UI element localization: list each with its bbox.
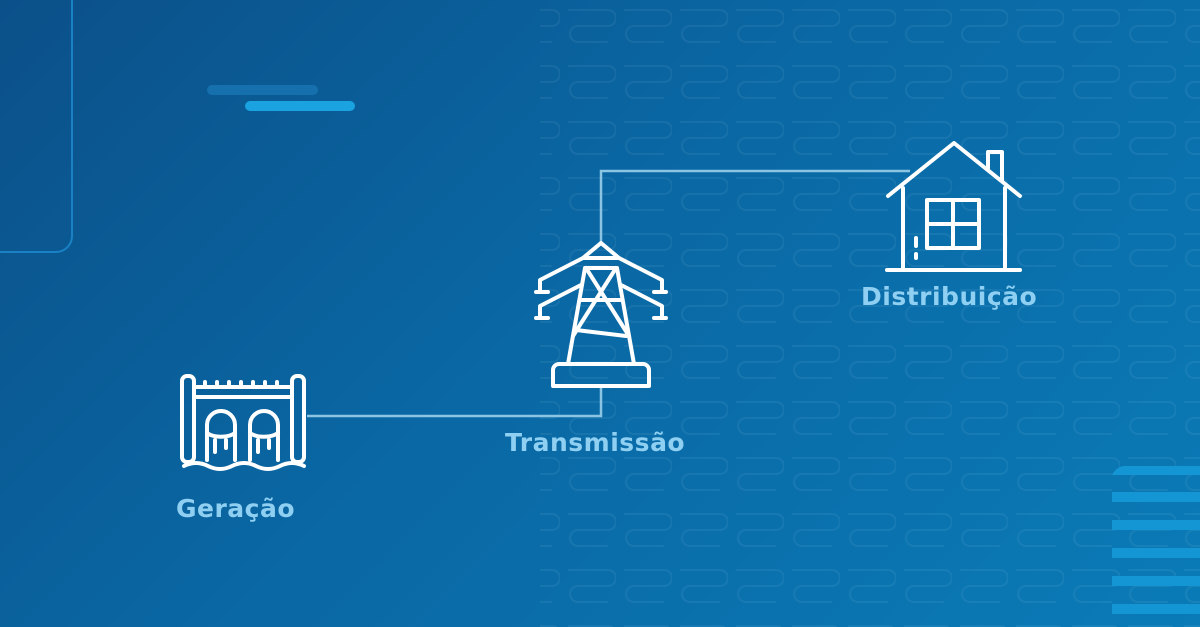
house-icon bbox=[885, 141, 1022, 272]
deco-stripes bbox=[1112, 465, 1200, 614]
connector-line-generation-transmission bbox=[307, 388, 603, 418]
connector-line-transmission-distribution bbox=[599, 169, 910, 242]
hydro-dam-icon bbox=[180, 374, 306, 471]
node-label-transmission: Transmissão bbox=[505, 428, 686, 457]
node-label-generation: Geração bbox=[176, 494, 296, 523]
corner-frame bbox=[0, 0, 73, 253]
deco-line-bright bbox=[245, 101, 355, 111]
deco-line-dark bbox=[207, 85, 318, 95]
transmission-tower-icon bbox=[534, 241, 668, 388]
background-pattern bbox=[540, 0, 1200, 627]
node-label-distribution: Distribuição bbox=[861, 282, 1038, 311]
